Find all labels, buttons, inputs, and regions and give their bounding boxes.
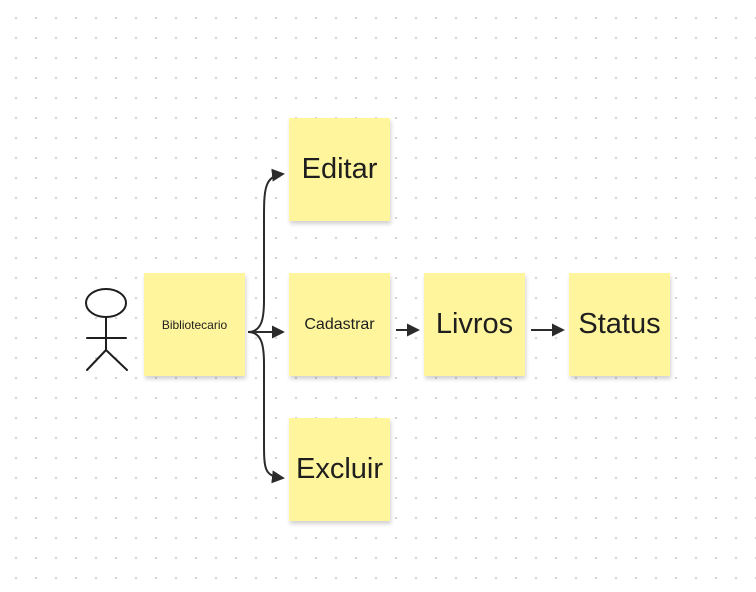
stick-figure-icon[interactable] — [80, 286, 134, 376]
note-label-editar: Editar — [301, 153, 378, 185]
sticky-note-status[interactable]: Status — [569, 273, 670, 376]
note-label-excluir: Excluir — [295, 453, 383, 485]
sticky-note-excluir[interactable]: Excluir — [289, 418, 390, 521]
sticky-note-cadastrar[interactable]: Cadastrar — [289, 273, 390, 376]
note-label-status: Status — [578, 308, 661, 340]
connector-bibliotecario-to-editar[interactable] — [247, 168, 285, 333]
note-label-livros: Livros — [435, 308, 514, 340]
note-label-cadastrar: Cadastrar — [304, 315, 375, 333]
sticky-note-editar[interactable]: Editar — [289, 118, 390, 221]
sticky-note-bibliotecario[interactable]: Bibliotecario — [144, 273, 245, 376]
connector-bibliotecario-to-excluir[interactable] — [247, 331, 285, 484]
note-label-bibliotecario: Bibliotecario — [161, 317, 228, 332]
sticky-note-livros[interactable]: Livros — [424, 273, 525, 376]
